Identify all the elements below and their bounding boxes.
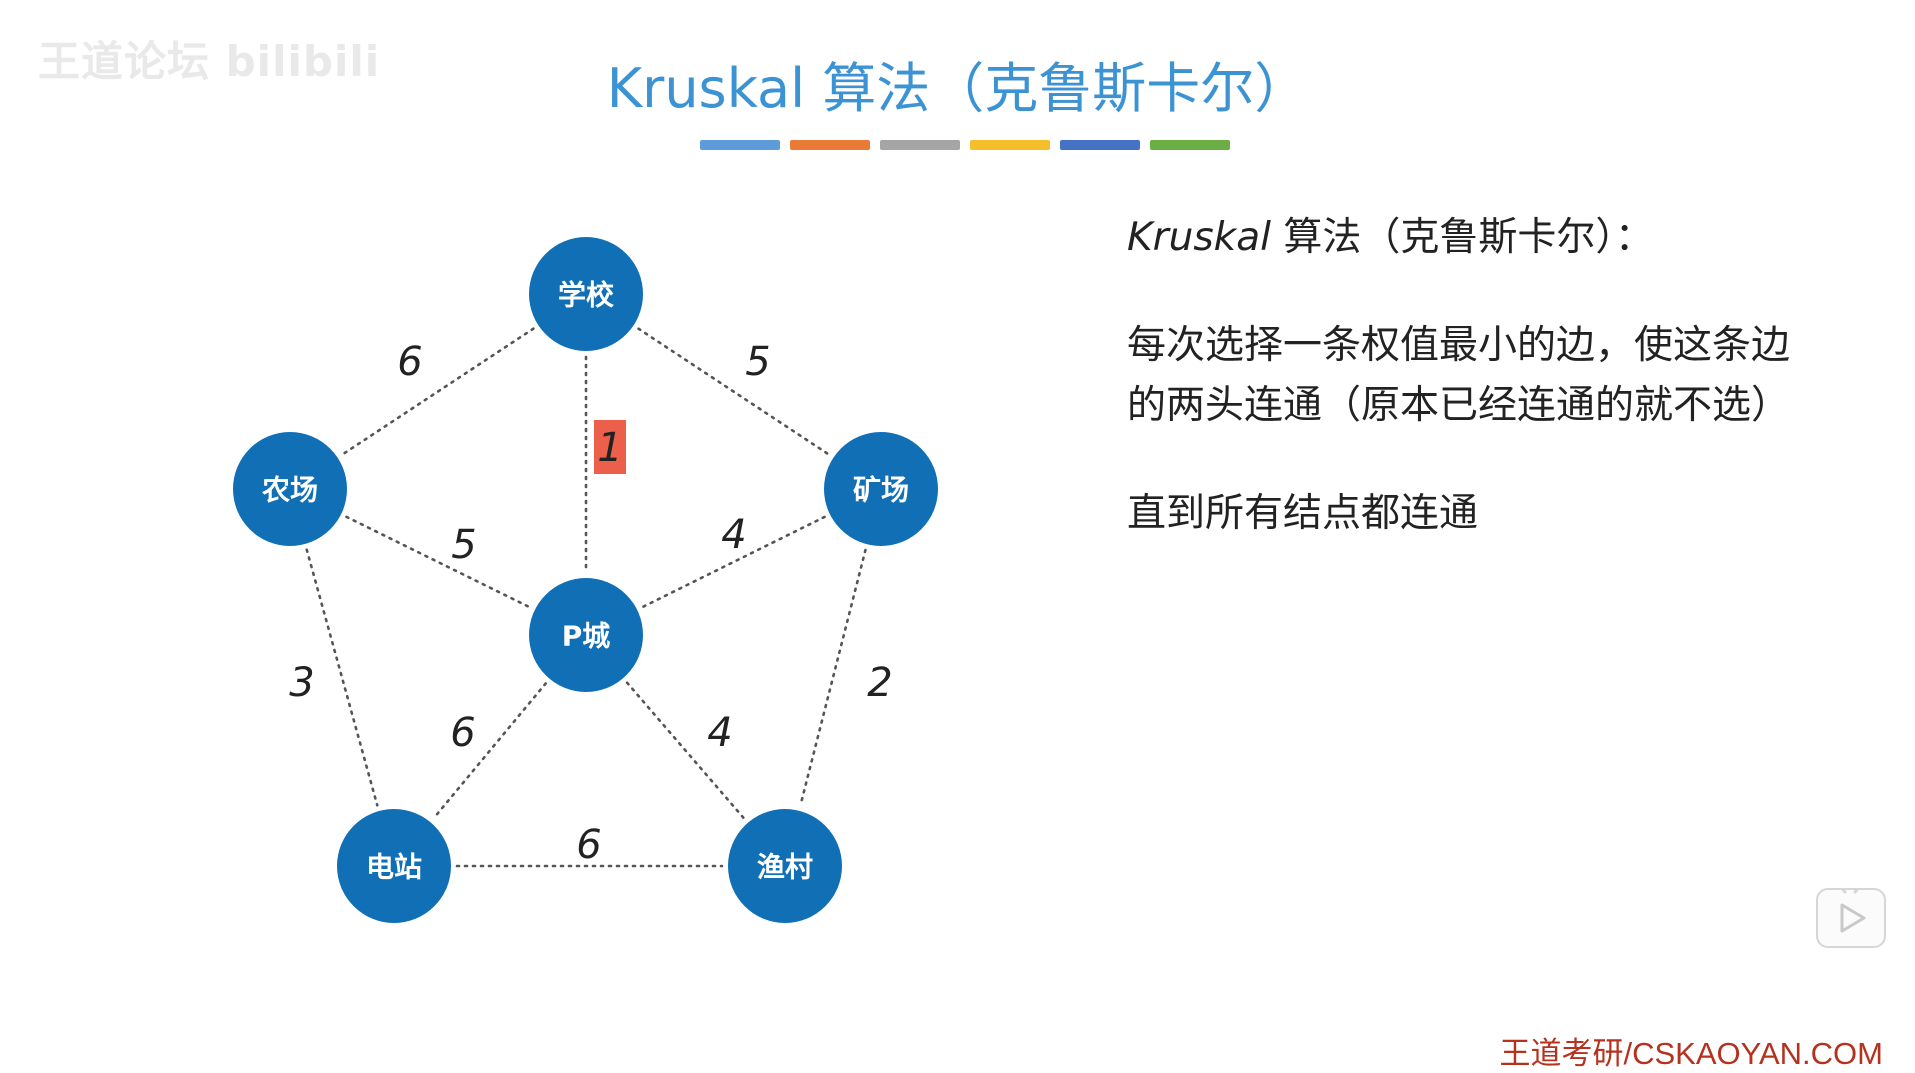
- edge-weight-station-village: 6: [576, 822, 601, 868]
- edge-school-farm: [341, 327, 535, 456]
- node-village: 渔村: [728, 809, 842, 923]
- node-circle-pcity: [529, 578, 643, 692]
- description-heading: Kruskal 算法（克鲁斯卡尔）：: [1127, 208, 1807, 268]
- edge-farm-pcity: [345, 515, 531, 609]
- node-pcity: P城: [529, 578, 643, 692]
- node-circle-station: [337, 809, 451, 923]
- edge-weight-pcity-station: 6: [450, 710, 475, 756]
- node-school: 学校: [529, 237, 643, 351]
- edge-weight-school-pcity: 1: [597, 425, 622, 471]
- slide-title: Kruskal 算法（克鲁斯卡尔）: [606, 57, 1309, 120]
- node-label-village: 渔村: [757, 851, 813, 884]
- algorithm-name: Kruskal: [1127, 215, 1271, 260]
- node-circle-village: [728, 809, 842, 923]
- node-label-farm: 农场: [261, 474, 318, 507]
- edge-weight-farm-pcity: 5: [451, 522, 476, 568]
- edge-weight-school-farm: 6: [397, 339, 422, 385]
- color-bar-6: [1150, 140, 1230, 150]
- heading-rest: 算法（克鲁斯卡尔）：: [1270, 215, 1654, 260]
- description-stop: 直到所有结点都连通: [1127, 491, 1479, 536]
- node-label-pcity: P城: [562, 620, 611, 653]
- color-bar-3: [880, 140, 960, 150]
- node-label-school: 学校: [558, 279, 615, 312]
- algorithm-description: Kruskal 算法（克鲁斯卡尔）： 每次选择一条权值最小的边，使这条边的两头连…: [1127, 208, 1807, 544]
- edge-weight-mine-village: 2: [867, 660, 892, 706]
- color-bar-4: [970, 140, 1050, 150]
- edge-mine-village: [799, 548, 867, 807]
- play-button[interactable]: [1816, 888, 1886, 948]
- node-mine: 矿场: [824, 432, 938, 546]
- edge-weight-school-mine: 5: [745, 339, 770, 385]
- node-label-mine: 矿场: [853, 474, 909, 507]
- node-farm: 农场: [233, 432, 347, 546]
- color-bar-5: [1060, 140, 1140, 150]
- highlight-box-school-pcity: [594, 420, 626, 474]
- node-label-station: 电站: [366, 851, 422, 884]
- edge-weight-pcity-village: 4: [707, 710, 732, 756]
- watermark: 王道论坛 bilibili: [38, 37, 381, 86]
- edge-pcity-station: [432, 682, 548, 819]
- description-rule: 每次选择一条权值最小的边，使这条边的两头连通（原本已经连通的就不选）: [1127, 323, 1791, 428]
- node-circle-school: [529, 237, 643, 351]
- node-station: 电站: [337, 809, 451, 923]
- edge-school-mine: [637, 327, 830, 456]
- edge-weight-mine-pcity: 4: [721, 512, 746, 558]
- color-bar-2: [790, 140, 870, 150]
- edge-pcity-village: [625, 681, 746, 820]
- node-circle-mine: [824, 432, 938, 546]
- edge-weight-farm-station: 3: [289, 660, 314, 706]
- footer-brand: 王道考研/CSKAOYAN.COM: [1499, 1036, 1883, 1071]
- edge-mine-pcity: [641, 515, 826, 609]
- node-circle-farm: [233, 432, 347, 546]
- play-icon: [1840, 890, 1866, 933]
- edge-farm-station: [305, 548, 379, 807]
- color-bar-1: [700, 140, 780, 150]
